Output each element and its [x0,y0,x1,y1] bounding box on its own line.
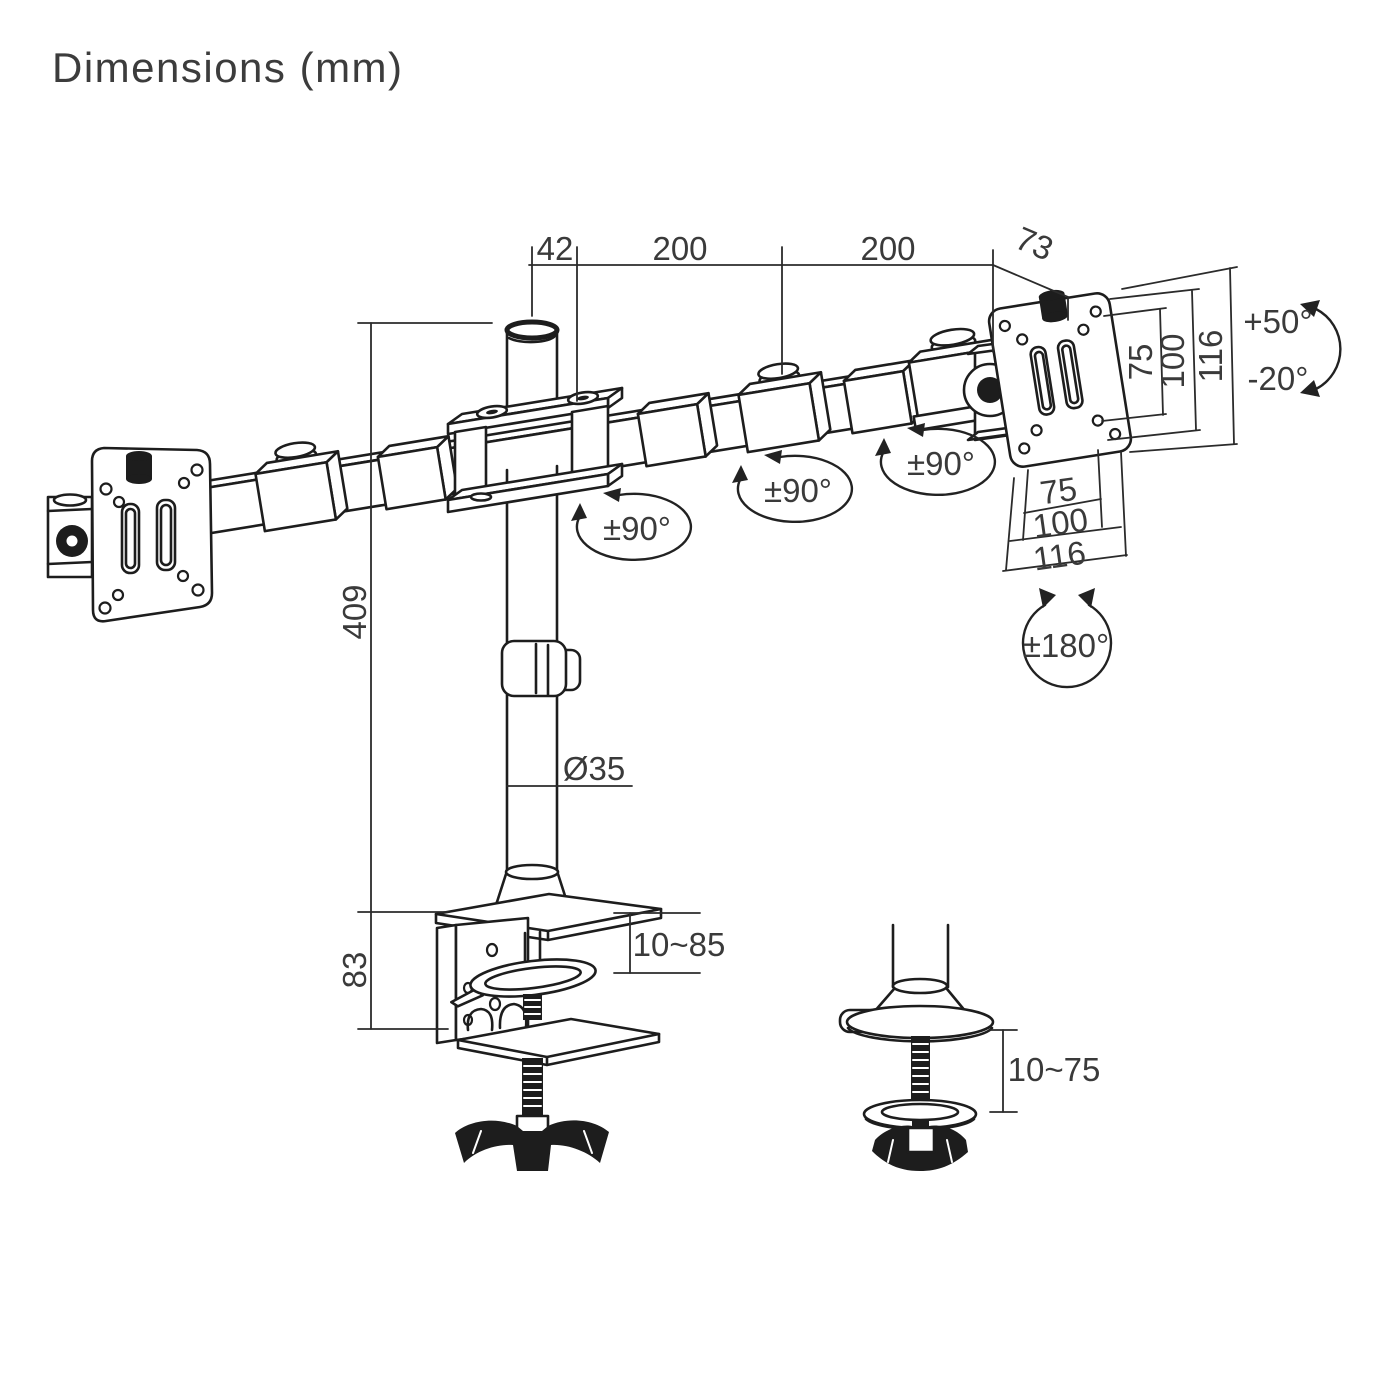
dim-200-left: 200 [652,230,707,267]
cable-clip [500,639,582,698]
swivel-annotation-right: ±90° [875,423,997,497]
dim-vesa-100-bottom: 100 [1031,500,1091,544]
dim-409: 409 [336,584,373,639]
angle-tilt-up: +50° [1243,303,1312,340]
dim-200-right: 200 [860,230,915,267]
page-title: Dimensions (mm) [52,44,404,91]
dim-73: 73 [1010,219,1058,267]
vesa-side-dimensions: 75 100 116 [1101,266,1238,453]
dim-diameter: Ø35 [563,750,625,787]
clamp-range-dimension: 10~85 [613,912,726,974]
tilt-annotation: +50° -20° [1243,300,1342,397]
vesa-slot [120,502,141,575]
dim-grommet-range: 10~75 [1008,1051,1101,1088]
arm-clip-band-1 [376,434,459,511]
angle-swivel-center: ±90° [764,472,832,509]
angle-swivel-right: ±90° [907,445,975,482]
arm-clip-button-1 [254,441,349,533]
right-vesa-plate [987,289,1133,468]
clamp-lever [450,958,597,1008]
left-vesa-plate [90,446,214,623]
diameter-dimension: Ø35 [506,750,633,787]
left-plate-joint [46,493,94,579]
height-dimensions: 409 83 [336,322,493,1030]
angle-swivel-left: ±90° [603,510,671,547]
rotation-180-annotation: ±180° [1021,588,1113,689]
arm-clip-button-2 [737,362,832,454]
swivel-annotation-left: ±90° [571,488,693,562]
center-joint-bracket [446,386,624,514]
right-plate-knob [1038,289,1068,323]
dim-vesa-100-side: 100 [1154,333,1191,388]
swivel-annotation-center: ±90° [732,450,854,524]
desk-clamp [434,863,663,1171]
angle-tilt-down: -20° [1248,360,1309,397]
dim-clamp-range: 10~85 [633,926,726,963]
dim-vesa-75-bottom: 75 [1038,470,1080,512]
grommet-mount [838,923,995,1171]
dim-vesa-75-side: 75 [1122,344,1159,381]
dim-83: 83 [336,952,373,989]
clamp-knob [455,1120,609,1171]
grommet-range-dimension: 10~75 [989,1029,1101,1113]
left-plate-knob [126,451,152,484]
dim-vesa-116-bottom: 116 [1031,534,1088,578]
arm-clip-band-2 [636,391,719,468]
dim-42: 42 [537,230,574,267]
angle-rotation-180: ±180° [1023,627,1109,664]
vesa-bottom-dimensions: 75 100 116 [1002,449,1128,578]
dim-vesa-116-side: 116 [1192,330,1229,383]
